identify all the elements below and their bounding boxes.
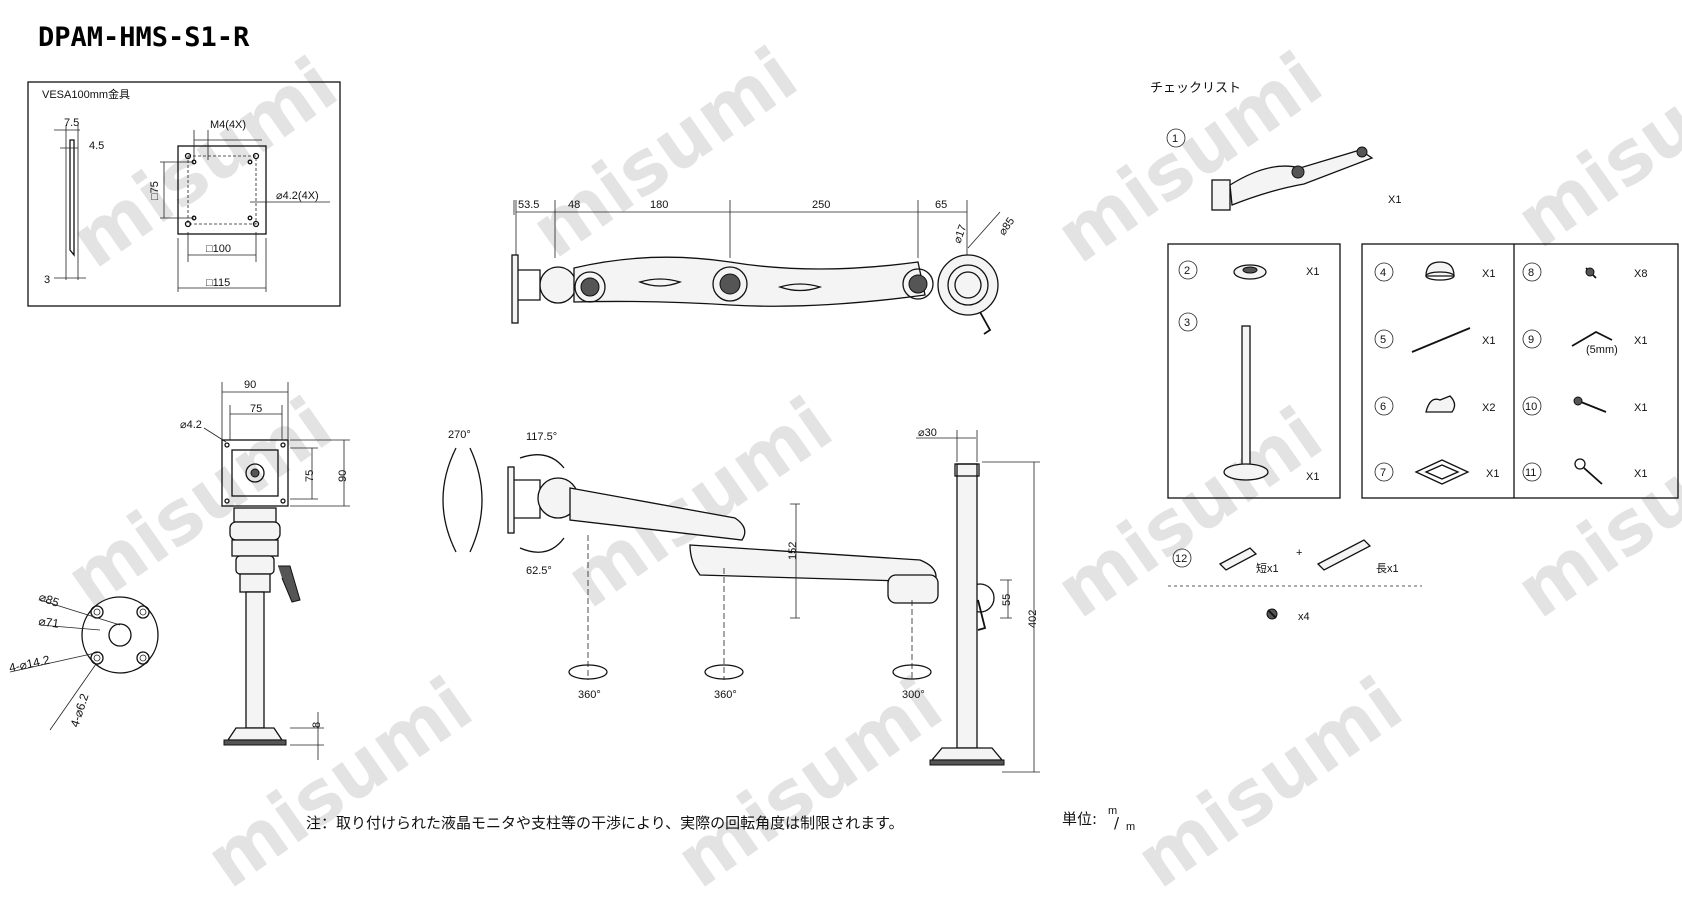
hole-m4: M4(4X) <box>210 119 246 131</box>
dim-7-5: 7.5 <box>64 117 79 129</box>
rotation-360-2: 360° <box>714 689 737 701</box>
page-title: DPAM-HMS-S1-R <box>38 22 250 53</box>
item-qty-8: X8 <box>1634 268 1647 280</box>
side-dim-152: 152 <box>787 542 799 560</box>
short-plate-label: 短x1 <box>1256 561 1279 575</box>
item-qty-4: X1 <box>1482 268 1495 280</box>
arm-top-view: 53.5 48 180 250 65 ⌀17 ⌀85 <box>511 199 1018 335</box>
front-dim-90-v: 90 <box>337 470 349 482</box>
item-no-11: 11 <box>1525 467 1536 479</box>
base-dia-14-2: 4-⌀14.2 <box>8 653 52 675</box>
watermark: misumi <box>1041 391 1337 634</box>
front-dim-8: 8 <box>311 722 323 728</box>
angle-117-5: 117.5° <box>526 431 557 443</box>
wrench-size: (5mm) <box>1586 344 1618 356</box>
item-no-5: 5 <box>1380 334 1386 346</box>
dim-100: □100 <box>206 243 231 255</box>
base-plate-view: ⌀85 ⌀71 4-⌀14.2 4-⌀6.2 <box>8 590 159 731</box>
front-hole-dia: ⌀4.2 <box>180 419 202 431</box>
unit-m-top: m <box>1108 805 1117 817</box>
item-qty-11: X1 <box>1634 468 1647 480</box>
pole-dia-30: ⌀30 <box>918 427 937 439</box>
item-no-3: 3 <box>1184 317 1190 329</box>
watermark: misumi <box>1041 36 1337 279</box>
checklist-heading: チェックリスト <box>1150 81 1241 96</box>
rotation-360-1: 360° <box>578 689 601 701</box>
dim-115: □115 <box>206 277 230 289</box>
arm-dim-65: 65 <box>935 199 947 211</box>
watermark: misumi <box>1501 21 1682 264</box>
item-qty-5: X1 <box>1482 335 1495 347</box>
item-qty-9: X1 <box>1634 335 1647 347</box>
checklist: チェックリスト 1 X1 2 X1 3 X1 4 X1 5 X1 6 <box>1150 81 1679 623</box>
item-qty-1: X1 <box>1388 194 1401 206</box>
vesa-heading: VESA100mm金具 <box>42 87 130 101</box>
long-plate-label: 長x1 <box>1376 562 1399 575</box>
watermark: misumi <box>56 41 352 284</box>
watermark: misumi <box>51 381 347 624</box>
item-qty-2: X1 <box>1306 266 1319 278</box>
base-dia-71: ⌀71 <box>38 614 61 631</box>
item-no-8: 8 <box>1528 267 1534 279</box>
watermark: misumi <box>516 31 812 274</box>
arm-dim-250: 250 <box>812 199 830 211</box>
plus-sign: + <box>1296 547 1302 559</box>
front-dim-90: 90 <box>244 379 256 391</box>
unit-label: 単位: <box>1062 810 1097 828</box>
angle-62-5: 62.5° <box>526 565 552 577</box>
arm-dim-180: 180 <box>650 199 668 211</box>
angle-270: 270° <box>448 429 471 441</box>
item-no-4: 4 <box>1380 267 1386 279</box>
side-view: 270° 117.5° 62.5° ⌀30 152 55 402 <box>442 427 1040 773</box>
dim-75: □75 <box>149 181 161 200</box>
item-qty-3: X1 <box>1306 471 1319 483</box>
item-qty-7: X1 <box>1486 468 1499 480</box>
item-no-7: 7 <box>1380 467 1386 479</box>
watermark-layer: misumi misumi misumi misumi misumi misum… <box>51 21 1682 898</box>
arm-dim-dia-85: ⌀85 <box>997 215 1018 237</box>
arm-dim-53-5: 53.5 <box>518 199 539 211</box>
arm-dim-48: 48 <box>568 199 580 211</box>
item-no-1: 1 <box>1172 133 1178 145</box>
item-no-12: 12 <box>1175 553 1187 565</box>
item-no-2: 2 <box>1184 265 1190 277</box>
base-dia-6-2: 4-⌀6.2 <box>68 691 92 729</box>
rotation-300: 300° <box>902 689 925 701</box>
unit-indicator: 単位: m / m <box>1062 805 1135 833</box>
screw-qty: x4 <box>1298 611 1310 623</box>
watermark: misumi <box>1501 391 1682 634</box>
item-no-10: 10 <box>1525 401 1537 413</box>
side-dim-402: 402 <box>1027 610 1039 628</box>
front-view: 90 75 ⌀4.2 75 90 8 <box>180 379 350 760</box>
unit-slash: / <box>1114 814 1120 832</box>
watermark: misumi <box>191 661 487 898</box>
front-dim-75: 75 <box>250 403 262 415</box>
front-dim-75-v: 75 <box>304 470 316 482</box>
item-qty-10: X1 <box>1634 402 1647 414</box>
unit-m-bottom: m <box>1126 821 1135 833</box>
item-no-6: 6 <box>1380 401 1386 413</box>
item-qty-6: X2 <box>1482 402 1495 414</box>
watermark: misumi <box>1121 661 1417 898</box>
dim-3: 3 <box>44 274 50 286</box>
item-no-9: 9 <box>1528 334 1534 346</box>
hole-dia-4-2: ⌀4.2(4X) <box>276 190 319 202</box>
footer-note: 注：取り付けられた液晶モニタや支柱等の干渉により、実際の回転角度は制限されます。 <box>306 814 904 832</box>
dim-4-5: 4.5 <box>89 140 104 152</box>
vesa-bracket-detail: VESA100mm金具 7.5 4.5 3 M4(4X) □75 ⌀4.2(4X… <box>27 81 341 307</box>
base-dia-85: ⌀85 <box>37 590 61 610</box>
side-dim-55: 55 <box>1001 594 1013 606</box>
